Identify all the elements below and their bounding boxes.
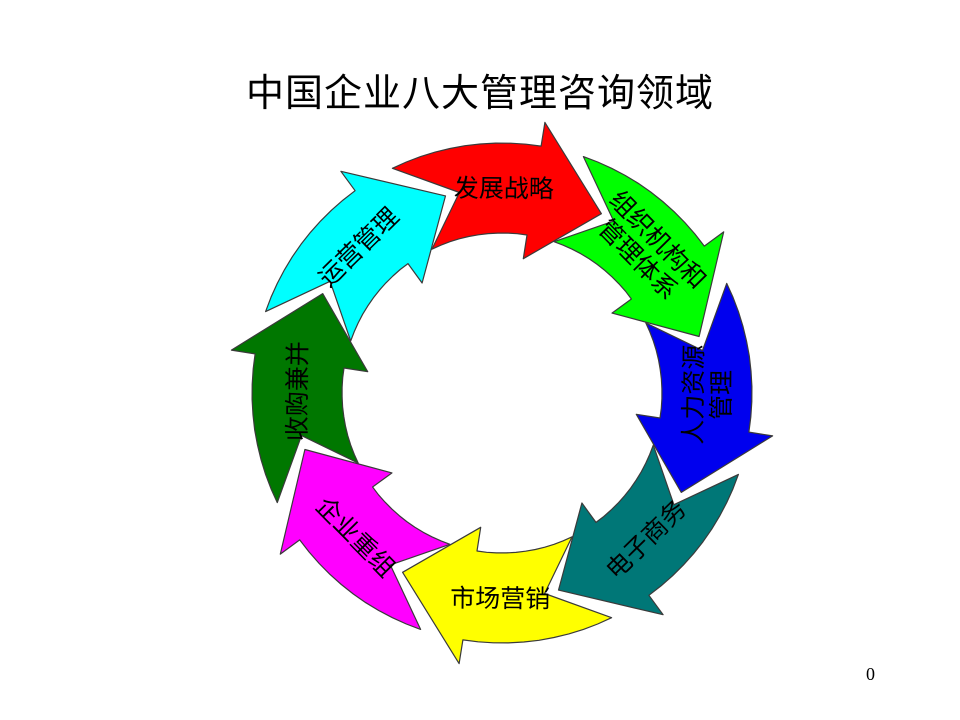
segment-label-strategy: 发展战略 bbox=[454, 174, 554, 204]
segment-label-line: 市场营销 bbox=[450, 584, 550, 614]
segment-label-marketing: 市场营销 bbox=[450, 584, 550, 614]
segment-label-ma: 收购兼并 bbox=[283, 341, 313, 441]
page-title: 中国企业八大管理咨询领域 bbox=[245, 71, 714, 115]
arrow-segment-hr bbox=[635, 282, 774, 493]
arrow-segment-operations bbox=[265, 170, 447, 342]
segment-label-line: 发展战略 bbox=[454, 174, 554, 204]
page-number: 0 bbox=[866, 664, 875, 684]
arrow-segment-strategy bbox=[391, 121, 602, 260]
arrow-segment-organization bbox=[553, 156, 725, 338]
segment-label-line: 管理 bbox=[707, 370, 736, 420]
segment-label-line: 收购兼并 bbox=[283, 341, 313, 441]
segment-label-line: 人力资源 bbox=[679, 345, 709, 445]
arrow-segment-restructure bbox=[279, 448, 451, 630]
arrow-segment-ecommerce bbox=[557, 444, 739, 616]
segment-label-hr: 人力资源管理 bbox=[679, 345, 737, 446]
arrow-segment-marketing bbox=[402, 526, 613, 665]
arrow-segment-ma bbox=[230, 293, 369, 504]
cycle-arrows bbox=[230, 121, 774, 665]
